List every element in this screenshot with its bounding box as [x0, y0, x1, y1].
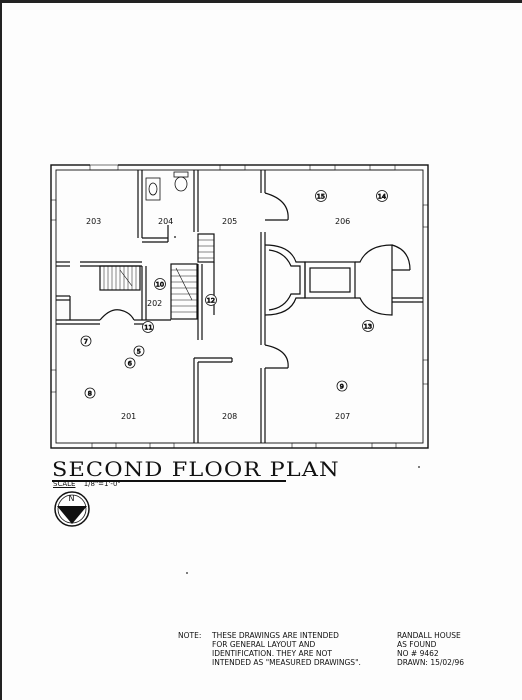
svg-text:5: 5: [137, 348, 141, 356]
sheet-border-top: [0, 0, 522, 3]
speck: [186, 572, 188, 574]
room-labels: 203 204 205 206 202 201 208 207: [86, 217, 350, 421]
scale-note: SCALE 1/8"=1'-0": [53, 480, 121, 488]
drawing-title: SECOND FLOOR PLAN: [52, 457, 340, 481]
room-label-201: 201: [121, 412, 136, 421]
room-label-207: 207: [335, 412, 350, 421]
room-label-202: 202: [147, 299, 162, 308]
svg-text:15: 15: [317, 193, 325, 201]
svg-text:14: 14: [378, 193, 386, 201]
photo-tag-13: 13: [362, 320, 374, 332]
svg-text:9: 9: [340, 383, 344, 391]
note-line: THESE DRAWINGS ARE INTENDED: [212, 631, 339, 640]
note-line: INTENDED AS "MEASURED DRAWINGS".: [212, 658, 361, 667]
note-line: IDENTIFICATION. THEY ARE NOT: [212, 649, 332, 658]
svg-text:6: 6: [128, 360, 132, 368]
title-underline: [52, 480, 286, 482]
room-label-203: 203: [86, 217, 101, 226]
photo-tag-6: 6: [124, 357, 136, 369]
photo-tags: 5 6 7 8 9 10 11 12 13 14 15: [80, 190, 388, 399]
photo-tag-8: 8: [84, 387, 96, 399]
svg-text:11: 11: [144, 324, 152, 332]
photo-tag-11: 11: [142, 321, 154, 333]
svg-text:13: 13: [364, 323, 372, 331]
svg-text:12: 12: [207, 297, 215, 305]
scale-value: 1/8"=1'-0": [83, 480, 121, 488]
note-line: FOR GENERAL LAYOUT AND: [212, 640, 316, 649]
photo-tag-10: 10: [154, 278, 166, 290]
project-number: NO # 9462: [397, 649, 439, 658]
project-status: AS FOUND: [397, 640, 437, 649]
scale-label: SCALE: [53, 480, 76, 488]
photo-tag-5: 5: [133, 345, 145, 357]
project-name: RANDALL HOUSE: [397, 631, 461, 640]
photo-tag-15: 15: [315, 190, 327, 202]
floor-plan-drawing: 203 204 205 206 202 201 208 207 5 6 7 8 …: [50, 163, 429, 449]
photo-tag-9: 9: [336, 380, 348, 392]
room-label-206: 206: [335, 217, 350, 226]
photo-tag-7: 7: [80, 335, 92, 347]
room-label-205: 205: [222, 217, 237, 226]
room-label-204: 204: [158, 217, 173, 226]
north-arrow-icon: N: [54, 491, 90, 527]
note-label: NOTE:: [178, 631, 202, 640]
drawn-date: DRAWN: 15/02/96: [397, 658, 465, 667]
photo-tag-14: 14: [376, 190, 388, 202]
svg-text:7: 7: [84, 338, 88, 346]
svg-text:8: 8: [88, 390, 92, 398]
sheet-border-left: [0, 0, 2, 700]
north-label: N: [69, 494, 75, 503]
speck: [418, 466, 420, 468]
room-label-208: 208: [222, 412, 237, 421]
svg-text:10: 10: [156, 281, 164, 289]
title-block: RANDALL HOUSE AS FOUND NO # 9462 DRAWN: …: [397, 631, 464, 667]
photo-tag-12: 12: [205, 294, 217, 306]
